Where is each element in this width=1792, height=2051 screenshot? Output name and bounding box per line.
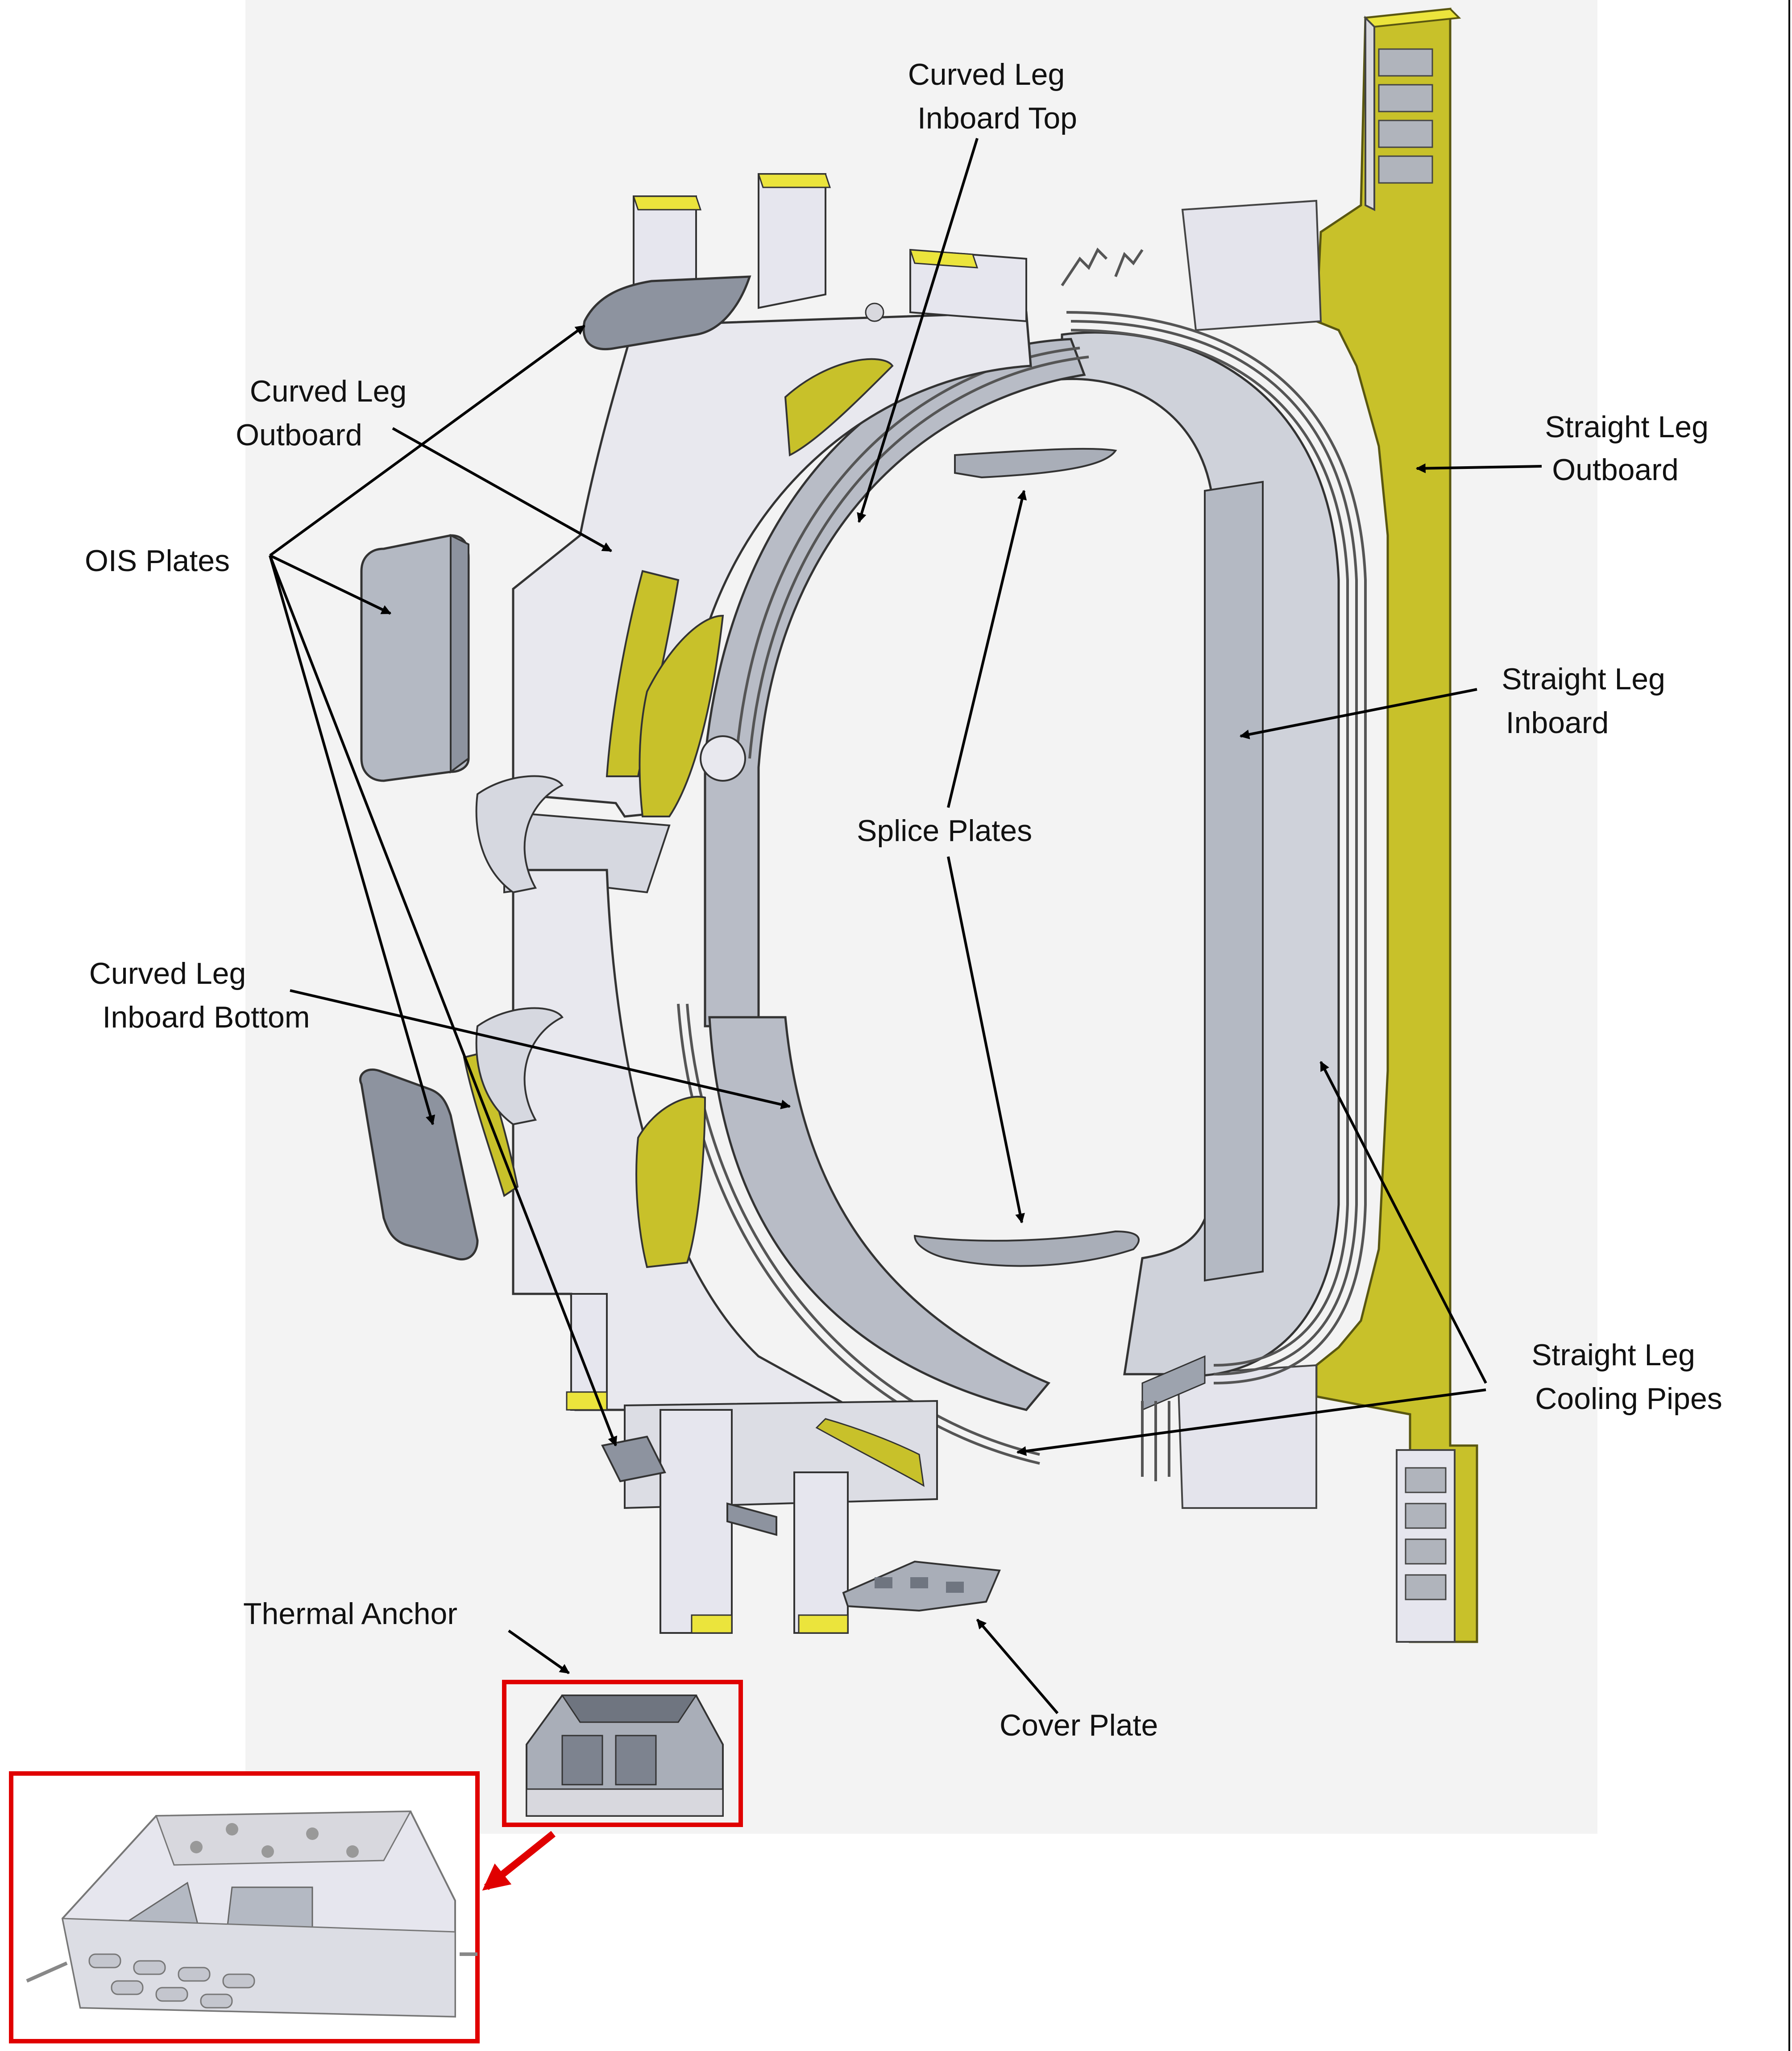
curved-leg-flexures (475, 775, 564, 1126)
thermal-anchor-inset (26, 1810, 477, 2018)
outboard-bottom-slot (1405, 1503, 1447, 1529)
arrow-curved-leg-inboard-top (857, 138, 979, 523)
thermal-anchor-small-base (526, 1788, 724, 1817)
label-splice-plates: Splice Plates (857, 814, 1032, 848)
arrow-ois-plate-left (269, 554, 391, 615)
cover-plate-slot (946, 1582, 964, 1593)
arrow-cooling-pipes-left (1016, 1388, 1486, 1456)
arrow-thermal-anchor (508, 1629, 570, 1674)
outboard-bottom-slot (1405, 1574, 1447, 1600)
ois-plate (360, 534, 470, 782)
splice-plate (913, 1230, 1140, 1267)
arrow-splice-plate-top (947, 489, 1027, 808)
label-thermal-anchor: Thermal Anchor (243, 1597, 457, 1631)
arrow-straight-leg-outboard (1415, 463, 1542, 473)
inset-slot (133, 1960, 166, 1975)
arrow-cover-plate (976, 1619, 1059, 1714)
inset-slot (88, 1953, 121, 1968)
ois-plate (359, 1068, 479, 1261)
label-cover-plate: Cover Plate (1000, 1708, 1158, 1742)
label-curved-leg-inboard-top: Curved Leg Inboard Top (908, 58, 1077, 135)
straight-leg-outboard (1177, 8, 1478, 1643)
arrow-straight-leg-inboard (1239, 688, 1477, 739)
label-curved-leg-outboard: Curved Leg Outboard (236, 374, 415, 452)
outboard-top-slot (1378, 48, 1433, 77)
inset-slot (200, 1993, 233, 2009)
inset-slot (178, 1967, 211, 1982)
label-curved-leg-inboard-bottom: Curved Leg Inboard Bottom (89, 957, 310, 1034)
ois-plate (582, 275, 751, 350)
inset-pipe-stub (26, 1961, 68, 1983)
arrow-cooling-pipes-right (1319, 1061, 1487, 1384)
curved-leg-hole (700, 735, 746, 782)
thermal-anchor-small-window (615, 1735, 657, 1786)
splice-plate (954, 447, 1117, 479)
thermal-anchor-small-window (561, 1735, 603, 1786)
curved-leg-outboard-bottom-fingers (566, 1293, 849, 1634)
inset-bolt-hole (261, 1845, 274, 1858)
inset-bolt-hole (190, 1841, 203, 1853)
outboard-bottom-slot (1405, 1467, 1447, 1493)
outboard-top-slot (1378, 84, 1433, 112)
cover-plate-slot (910, 1577, 928, 1588)
ois-plate (726, 1502, 777, 1536)
inset-bolt-hole (226, 1823, 238, 1836)
arrow-curved-leg-outboard (392, 427, 612, 552)
arrow-ois-plate-lower (269, 555, 436, 1126)
label-ois-plates: OIS Plates (85, 544, 230, 578)
leader-arrows (269, 138, 1542, 1714)
outboard-top-slot (1378, 155, 1433, 184)
arrow-splice-plate-bottom (947, 856, 1025, 1224)
outboard-bottom-slot (1405, 1538, 1447, 1565)
arrow-ois-plate-bottom (269, 555, 618, 1447)
label-straight-leg-cooling-pipes: Straight Leg Cooling Pipes (1531, 1338, 1722, 1416)
inset-zoom-arrow (482, 1831, 556, 1891)
arrow-curved-leg-inboard-bottom (290, 989, 791, 1110)
cover-plate (842, 1560, 1001, 1612)
ois-plate (601, 1435, 666, 1483)
inset-slot (155, 1987, 188, 2002)
inset-bolt-hole (346, 1845, 359, 1858)
inset-slot (222, 1973, 255, 1989)
arrow-ois-plate-top (269, 324, 585, 557)
straight-leg-cooling-pipes (1061, 247, 1367, 1481)
thermal-anchor-small (526, 1695, 724, 1817)
top-bolt (865, 302, 884, 322)
outboard-top-slot (1378, 120, 1433, 148)
inset-slot (111, 1980, 144, 1995)
thermal-anchor-highlight-box (502, 1680, 743, 1827)
inset-bolt-hole (306, 1827, 319, 1840)
cover-plate-slot (875, 1577, 892, 1588)
label-straight-leg-inboard: Straight Leg Inboard (1502, 662, 1674, 740)
label-straight-leg-outboard: Straight Leg Outboard (1545, 410, 1717, 487)
